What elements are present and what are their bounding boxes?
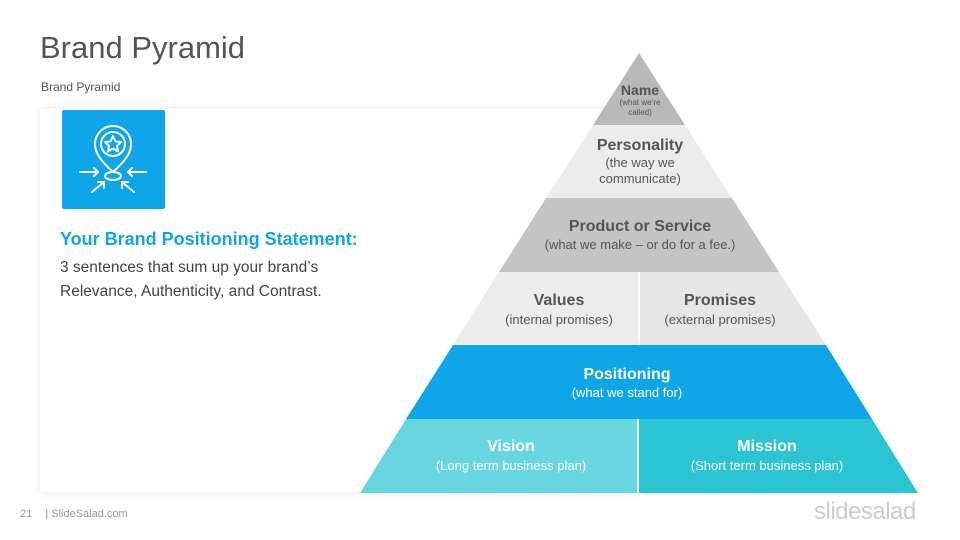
tier-values	[453, 272, 638, 345]
icon-tile	[62, 110, 165, 209]
label-mission: Mission (Short term business plan)	[690, 438, 844, 473]
tier-name	[593, 53, 685, 125]
slide-title: Brand Pyramid	[40, 30, 246, 65]
label-name: Name (what we’re called)	[619, 82, 661, 117]
label-positioning: Positioning (what we stand for)	[571, 366, 683, 400]
tier-promises	[640, 272, 826, 345]
footer-site: | SlideSalad.com	[45, 508, 128, 520]
page-number: 21	[20, 508, 33, 520]
positioning-body: 3 sentences that sum up your brand’s Rel…	[60, 259, 322, 300]
label-personality: Personality (the way we communicate)	[596, 137, 684, 186]
positioning-heading: Your Brand Positioning Statement:	[60, 229, 358, 249]
tier-personality	[546, 125, 732, 198]
slide-subtitle: Brand Pyramid	[41, 80, 121, 94]
tier-product	[499, 198, 779, 272]
label-product: Product or Service (what we make – or do…	[544, 218, 736, 252]
slidesalad-logo: slidesalad	[814, 498, 916, 525]
label-vision: Vision (Long term business plan)	[435, 438, 587, 473]
tier-positioning	[406, 345, 872, 419]
footer: 21 | SlideSalad.com	[20, 508, 128, 520]
tier-mission	[639, 419, 918, 493]
label-promises: Promises (external promises)	[664, 292, 776, 327]
label-values: Values (internal promises)	[505, 292, 613, 327]
tier-vision	[360, 419, 637, 493]
location-pin-star-icon	[79, 125, 147, 193]
